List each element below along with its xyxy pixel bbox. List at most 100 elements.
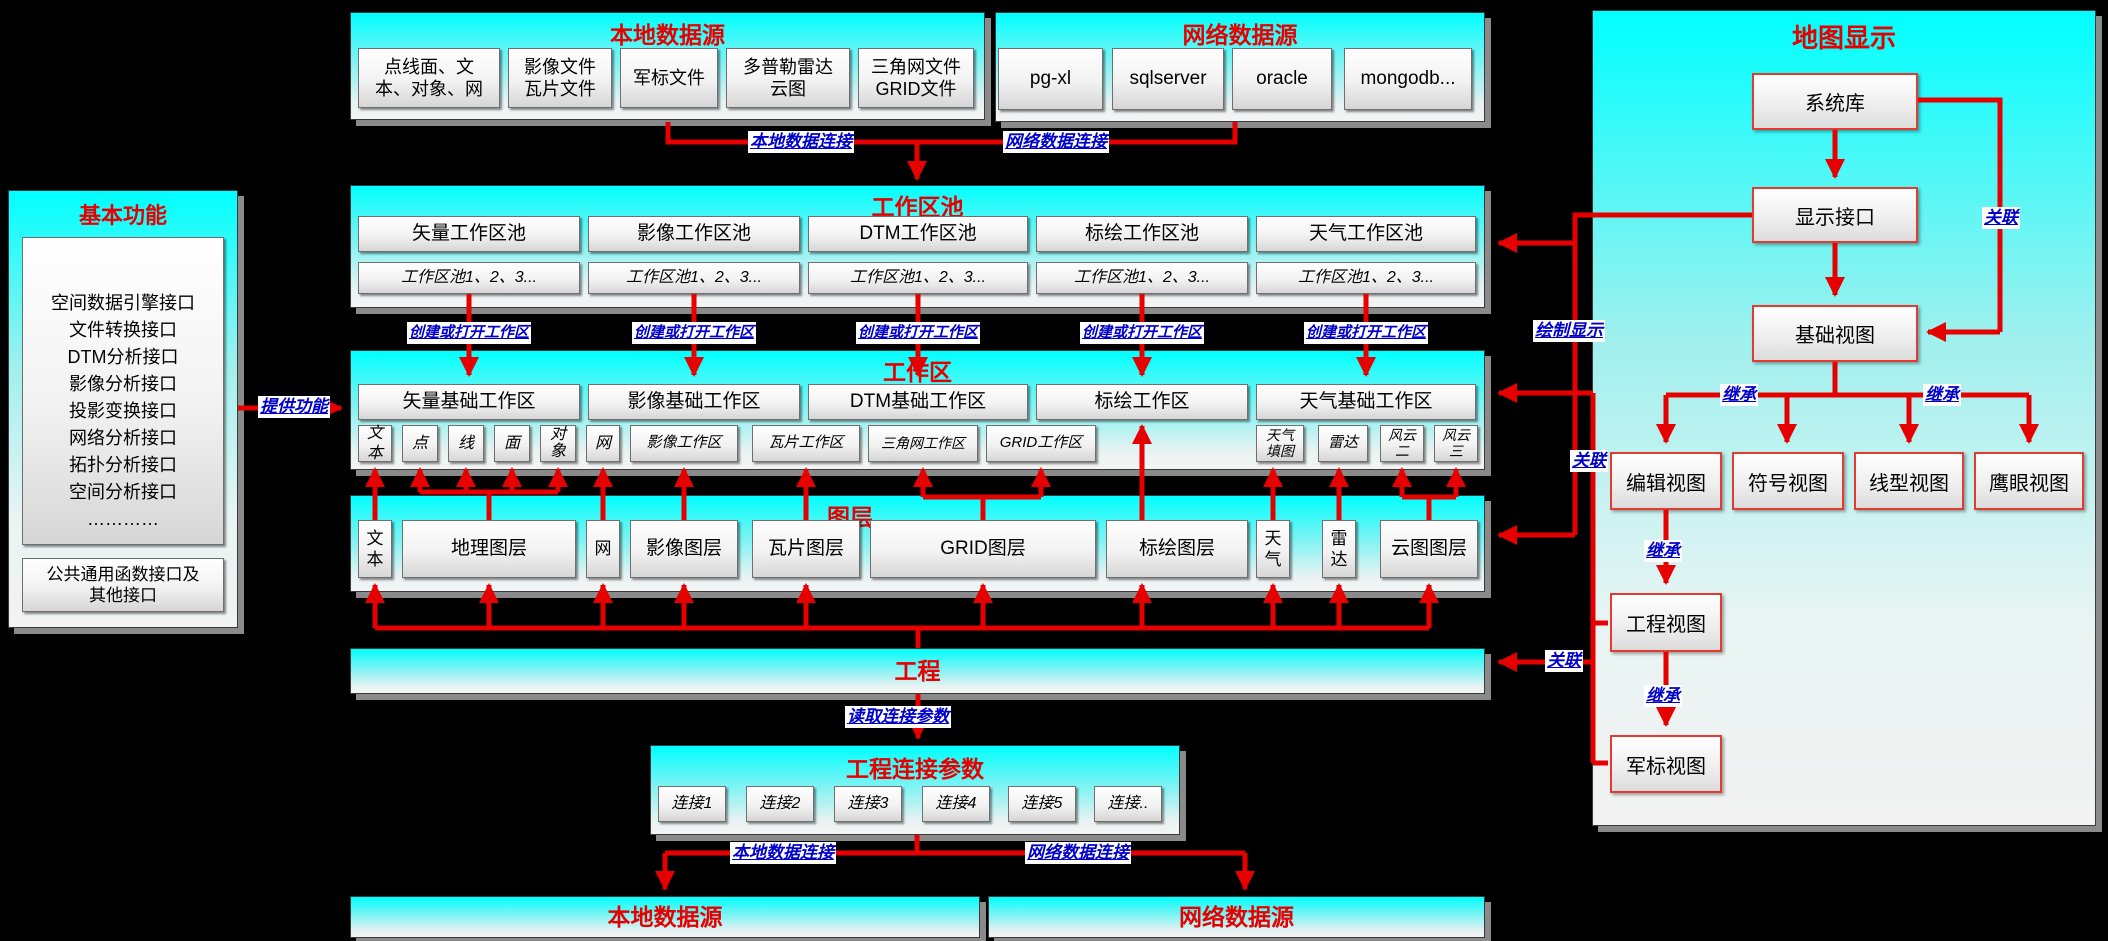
system-lib-box: 系统库 bbox=[1752, 73, 1918, 130]
pool-plot: 标绘工作区池 bbox=[1036, 216, 1248, 252]
military-view-box: 军标视图 bbox=[1610, 735, 1722, 793]
ws-sub-fy2: 风云 二 bbox=[1380, 425, 1424, 462]
project-view-box: 工程视图 bbox=[1610, 593, 1722, 652]
label-assoc-project: 关联 bbox=[1545, 650, 1583, 672]
ws-sub-net: 网 bbox=[586, 425, 620, 462]
workspace-pool-title: 工作区池 bbox=[871, 194, 964, 220]
ws-sub-tile: 瓦片工作区 bbox=[752, 425, 860, 462]
ws-sub-object: 对 象 bbox=[540, 425, 576, 462]
conn-5: 连接5 bbox=[1008, 786, 1076, 822]
local-datasource-title: 本地数据源 bbox=[610, 22, 725, 48]
basic-interfaces-box: 空间数据引擎接口 文件转换接口 DTM分析接口 影像分析接口 投影变换接口 网络… bbox=[22, 237, 224, 545]
layer-radar: 雷 达 bbox=[1322, 520, 1356, 578]
label-network-conn-bottom: 网络数据连接 bbox=[1025, 842, 1131, 864]
network-item-oracle: oracle bbox=[1232, 48, 1332, 110]
pool-instances-4: 工作区池1、2、3... bbox=[1036, 262, 1248, 294]
network-datasource-title: 网络数据源 bbox=[1182, 22, 1298, 48]
ws-sub-tin: 三角网工作区 bbox=[868, 425, 978, 462]
interface-item: 影像分析接口 bbox=[69, 374, 177, 394]
local-item-military: 军标文件 bbox=[620, 48, 718, 108]
local-item-vector: 点线面、文 本、对象、网 bbox=[358, 48, 500, 108]
ws-sub-image: 影像工作区 bbox=[630, 425, 738, 462]
basic-common-box: 公共通用函数接口及 其他接口 bbox=[22, 558, 224, 612]
label-provide-functions: 提供功能 bbox=[258, 396, 330, 418]
ws-plot: 标绘工作区 bbox=[1036, 384, 1248, 420]
label-create-open-4: 创建或打开工作区 bbox=[1080, 322, 1205, 344]
pool-dtm: DTM工作区池 bbox=[808, 216, 1028, 252]
label-inherit-right: 继承 bbox=[1923, 384, 1961, 406]
layer-geo: 地理图层 bbox=[402, 520, 576, 578]
bottom-network-band bbox=[988, 896, 1485, 938]
bottom-local-band bbox=[350, 896, 980, 938]
project-band bbox=[350, 648, 1485, 694]
ws-weather: 天气基础工作区 bbox=[1256, 384, 1476, 420]
layer-text: 文 本 bbox=[358, 520, 392, 578]
interface-item: 投影变换接口 bbox=[69, 401, 177, 421]
layer-cloud: 云图图层 bbox=[1380, 520, 1478, 578]
layer-net: 网 bbox=[586, 520, 620, 578]
ws-sub-weather-map: 天气 填图 bbox=[1256, 425, 1304, 462]
label-local-conn-bottom: 本地数据连接 bbox=[730, 842, 836, 864]
label-local-conn-top: 本地数据连接 bbox=[748, 131, 854, 153]
eagle-view-box: 鹰眼视图 bbox=[1974, 452, 2084, 510]
interface-item: 拓扑分析接口 bbox=[69, 455, 177, 475]
ws-vector: 矢量基础工作区 bbox=[358, 384, 580, 420]
pool-instances-5: 工作区池1、2、3... bbox=[1256, 262, 1476, 294]
local-item-tin-grid: 三角网文件 GRID文件 bbox=[858, 48, 974, 108]
conn-params-title: 工程连接参数 bbox=[846, 756, 984, 782]
pool-instances-3: 工作区池1、2、3... bbox=[808, 262, 1028, 294]
local-item-image-tile: 影像文件 瓦片文件 bbox=[508, 48, 612, 108]
ws-sub-polygon: 面 bbox=[494, 425, 530, 462]
layer-weather: 天 气 bbox=[1256, 520, 1290, 578]
ws-sub-fy3: 风云 三 bbox=[1434, 425, 1478, 462]
label-create-open-1: 创建或打开工作区 bbox=[407, 322, 532, 344]
label-inherit-left: 继承 bbox=[1720, 384, 1758, 406]
label-create-open-2: 创建或打开工作区 bbox=[632, 322, 757, 344]
layer-image: 影像图层 bbox=[630, 520, 738, 578]
ws-sub-grid: GRID工作区 bbox=[986, 425, 1096, 462]
project-title: 工程 bbox=[894, 658, 941, 684]
ws-image: 影像基础工作区 bbox=[588, 384, 800, 420]
display-interface-box: 显示接口 bbox=[1752, 187, 1918, 243]
pool-vector: 矢量工作区池 bbox=[358, 216, 580, 252]
ws-sub-text: 文 本 bbox=[358, 425, 392, 462]
label-inherit-project: 继承 bbox=[1644, 685, 1682, 707]
ws-sub-radar: 雷达 bbox=[1318, 425, 1368, 462]
label-draw-display: 绘制显示 bbox=[1533, 320, 1605, 342]
layer-grid: GRID图层 bbox=[870, 520, 1096, 578]
label-assoc-workspace: 关联 bbox=[1570, 450, 1608, 472]
ws-dtm: DTM基础工作区 bbox=[808, 384, 1028, 420]
ws-sub-line: 线 bbox=[448, 425, 484, 462]
layer-tile: 瓦片图层 bbox=[752, 520, 860, 578]
network-item-mongodb: mongodb... bbox=[1344, 48, 1472, 110]
label-read-params: 读取连接参数 bbox=[845, 706, 951, 728]
pool-weather: 天气工作区池 bbox=[1256, 216, 1476, 252]
network-item-pgxl: pg-xl bbox=[998, 48, 1103, 110]
interface-item: 空间分析接口 bbox=[69, 482, 177, 502]
label-assoc-right: 关联 bbox=[1982, 207, 2020, 229]
pool-instances-1: 工作区池1、2、3... bbox=[358, 262, 580, 294]
label-network-conn-top: 网络数据连接 bbox=[1003, 131, 1109, 153]
conn-2: 连接2 bbox=[746, 786, 814, 822]
conn-4: 连接4 bbox=[922, 786, 990, 822]
bottom-local-title: 本地数据源 bbox=[607, 904, 723, 930]
layer-plot: 标绘图层 bbox=[1106, 520, 1248, 578]
local-item-doppler: 多普勒雷达 云图 bbox=[726, 48, 850, 108]
ws-sub-point: 点 bbox=[402, 425, 438, 462]
interface-item: 网络分析接口 bbox=[69, 428, 177, 448]
conn-params-panel bbox=[650, 745, 1180, 835]
interface-item: 文件转换接口 bbox=[69, 320, 177, 340]
line-view-box: 线型视图 bbox=[1854, 452, 1964, 510]
pool-instances-2: 工作区池1、2、3... bbox=[588, 262, 800, 294]
interface-item-ellipsis: ………… bbox=[87, 509, 159, 529]
network-item-sqlserver: sqlserver bbox=[1112, 48, 1224, 110]
label-inherit-edit: 继承 bbox=[1644, 540, 1682, 562]
conn-3: 连接3 bbox=[834, 786, 902, 822]
interface-item: 空间数据引擎接口 bbox=[51, 293, 195, 313]
basic-functions-title: 基本功能 bbox=[78, 203, 167, 228]
workspace-title: 工作区 bbox=[883, 359, 952, 385]
edit-view-box: 编辑视图 bbox=[1610, 452, 1722, 510]
symbol-view-box: 符号视图 bbox=[1732, 452, 1844, 510]
label-create-open-3: 创建或打开工作区 bbox=[856, 322, 981, 344]
